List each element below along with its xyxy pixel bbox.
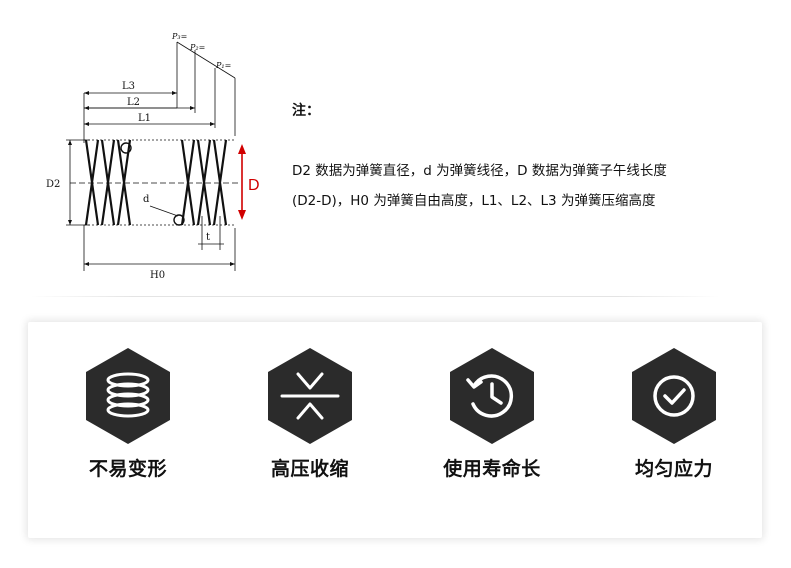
h0-label: H0 — [150, 270, 165, 281]
note-line-1: D2 数据为弹簧直径，d 为弹簧线径，D 数据为弹簧子午线长度 — [292, 163, 667, 179]
d-small-label: d — [143, 194, 150, 205]
check-circle-icon — [632, 348, 716, 444]
feature-item-compression: 高压收缩 — [250, 346, 370, 481]
feature-label: 不易变形 — [88, 458, 167, 480]
note-line-2: (D2-D)，H0 为弹簧自由高度，L1、L2、L3 为弹簧压缩高度 — [292, 193, 656, 209]
note-title: 注： — [292, 103, 320, 119]
p3-label: P₃= — [171, 32, 187, 41]
d-big-label: D — [248, 177, 260, 194]
l2-label: L2 — [127, 97, 140, 108]
feature-label: 使用寿命长 — [443, 458, 541, 480]
l3-label: L3 — [122, 81, 135, 92]
section-divider — [30, 296, 720, 297]
feature-item-no-deform: 不易变形 — [68, 346, 188, 481]
d2-label: D2 — [46, 179, 60, 190]
compression-icon — [268, 348, 352, 444]
l1-label: L1 — [138, 113, 151, 124]
features-panel: 不易变形 高压收缩 使用寿命长 — [28, 322, 762, 538]
feature-label: 均匀应力 — [634, 458, 713, 480]
clock-history-icon — [450, 348, 534, 444]
p1-label: P₁= — [215, 61, 231, 70]
feature-item-uniform-stress: 均匀应力 — [614, 346, 734, 481]
spring-coil-icon — [86, 348, 170, 444]
note-section: 注： D2 数据为弹簧直径，d 为弹簧线径，D 数据为弹簧子午线长度 (D2-D… — [292, 100, 772, 216]
t-label: t — [206, 232, 210, 243]
feature-item-long-life: 使用寿命长 — [432, 346, 552, 481]
feature-label: 高压收缩 — [270, 458, 349, 480]
spring-dimension-diagram: P₃= P₂= P₁= L3 L2 L1 D2 D d t H0 — [46, 32, 260, 281]
p2-label: P₂= — [189, 43, 205, 52]
